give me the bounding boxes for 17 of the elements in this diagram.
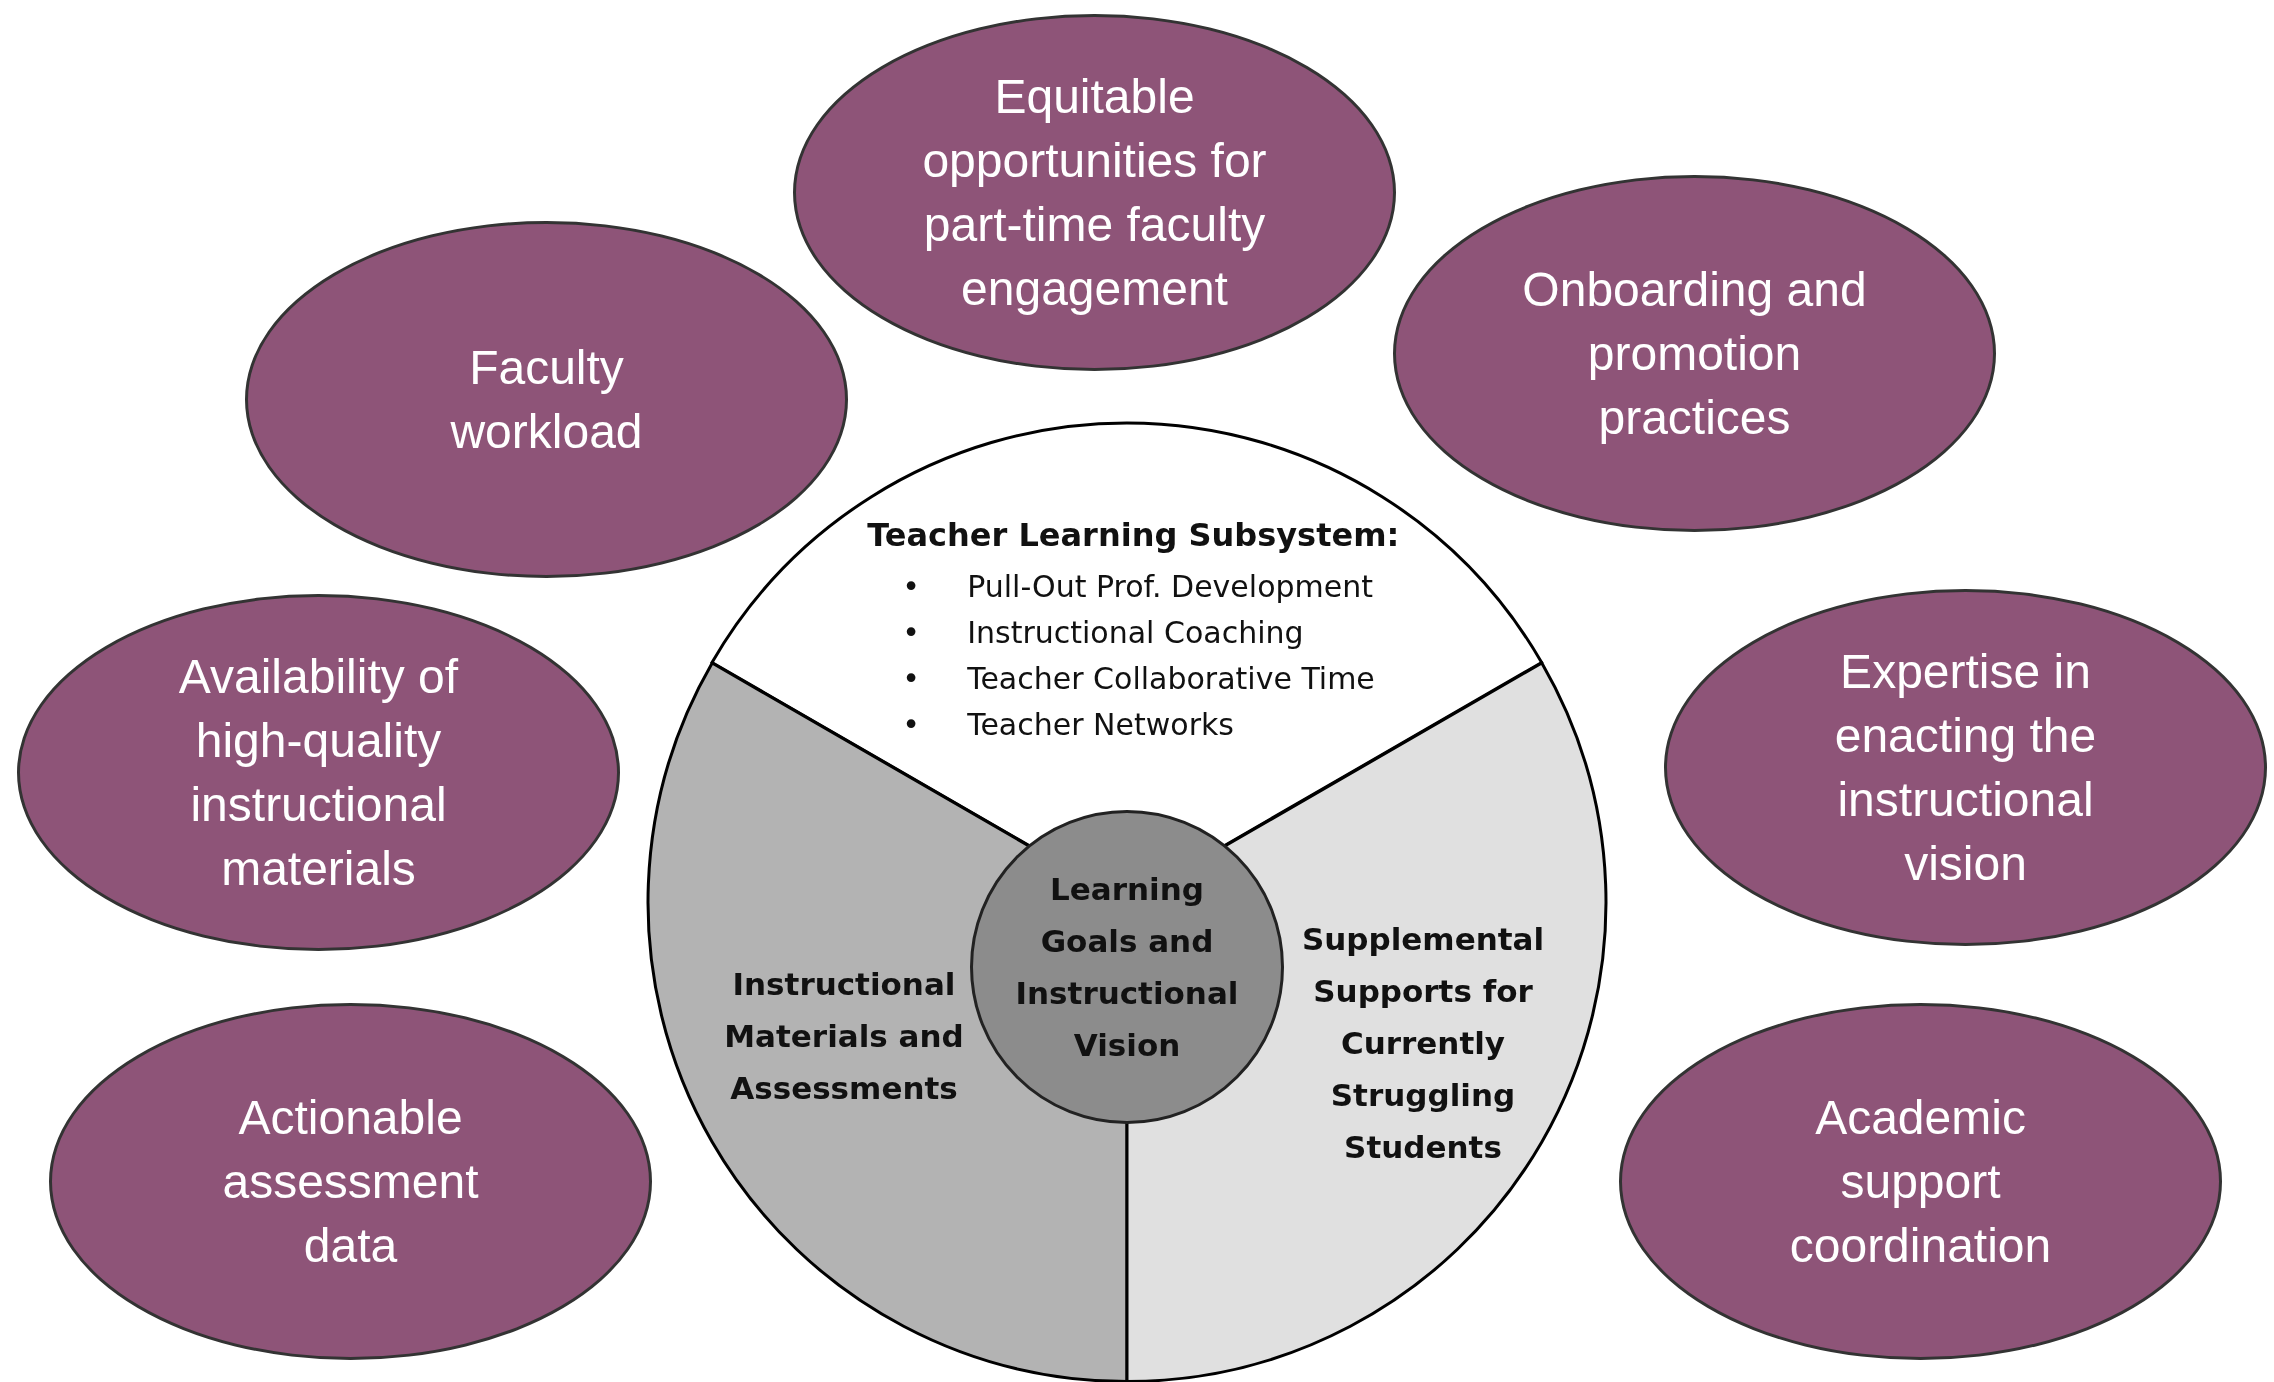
bullet-mark: •: [902, 568, 920, 606]
factor-ellipse: Expertise in enacting the instructional vision: [1664, 589, 2267, 946]
bullet-mark: •: [902, 706, 920, 744]
bullet-item: Teacher Networks: [966, 706, 1235, 744]
factor-ellipse: Equitable opportunities for part-time faculty engagement: [793, 14, 1396, 371]
factor-ellipse: Faculty workload: [245, 221, 848, 578]
bullet-item: Teacher Collaborative Time: [966, 660, 1375, 698]
sector-label: Instructional Materials and Assessments: [723, 964, 965, 1108]
bullet-mark: •: [902, 660, 920, 698]
sector-label: Supplemental Supports for Currently Struggling Students: [1300, 919, 1546, 1167]
bullet-item: Pull-Out Prof. Development: [966, 568, 1374, 606]
factor-ellipse: Academic support coordination: [1619, 1003, 2222, 1360]
bullet-mark: •: [902, 614, 920, 652]
center-label: Learning Goals and Instructional Vision: [1014, 870, 1240, 1065]
bullet-item: Instructional Coaching: [966, 614, 1305, 652]
factor-ellipse: Availability of high-quality instructional materials: [17, 594, 620, 951]
factor-ellipse: Actionable assessment data: [49, 1003, 652, 1360]
